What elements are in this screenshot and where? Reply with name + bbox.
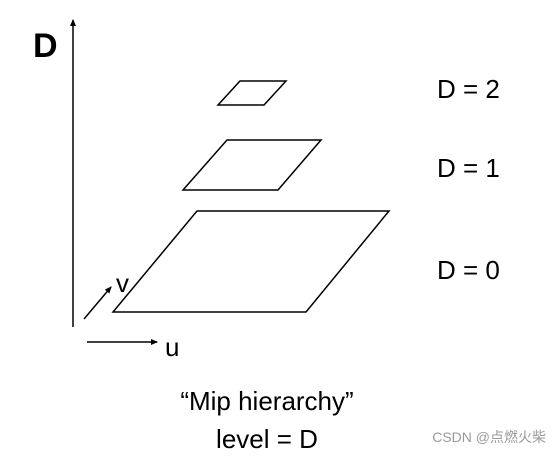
caption-subtitle: level = D (216, 424, 318, 454)
level-2-label: D = 2 (437, 74, 500, 104)
watermark-text: CSDN @点燃火柴 (432, 429, 546, 445)
v-axis-label: v (116, 268, 129, 298)
level-1-label: D = 1 (437, 153, 500, 183)
mip-level-0-plane (111, 210, 391, 313)
mip-level-1-plane (181, 139, 323, 191)
d-axis-label: D (33, 27, 58, 65)
u-axis-label: u (165, 332, 180, 362)
v-axis-arrow (83, 286, 112, 320)
caption-title: “Mip hierarchy” (180, 386, 354, 416)
level-0-label: D = 0 (437, 255, 500, 285)
mip-level-2-plane (216, 80, 288, 106)
